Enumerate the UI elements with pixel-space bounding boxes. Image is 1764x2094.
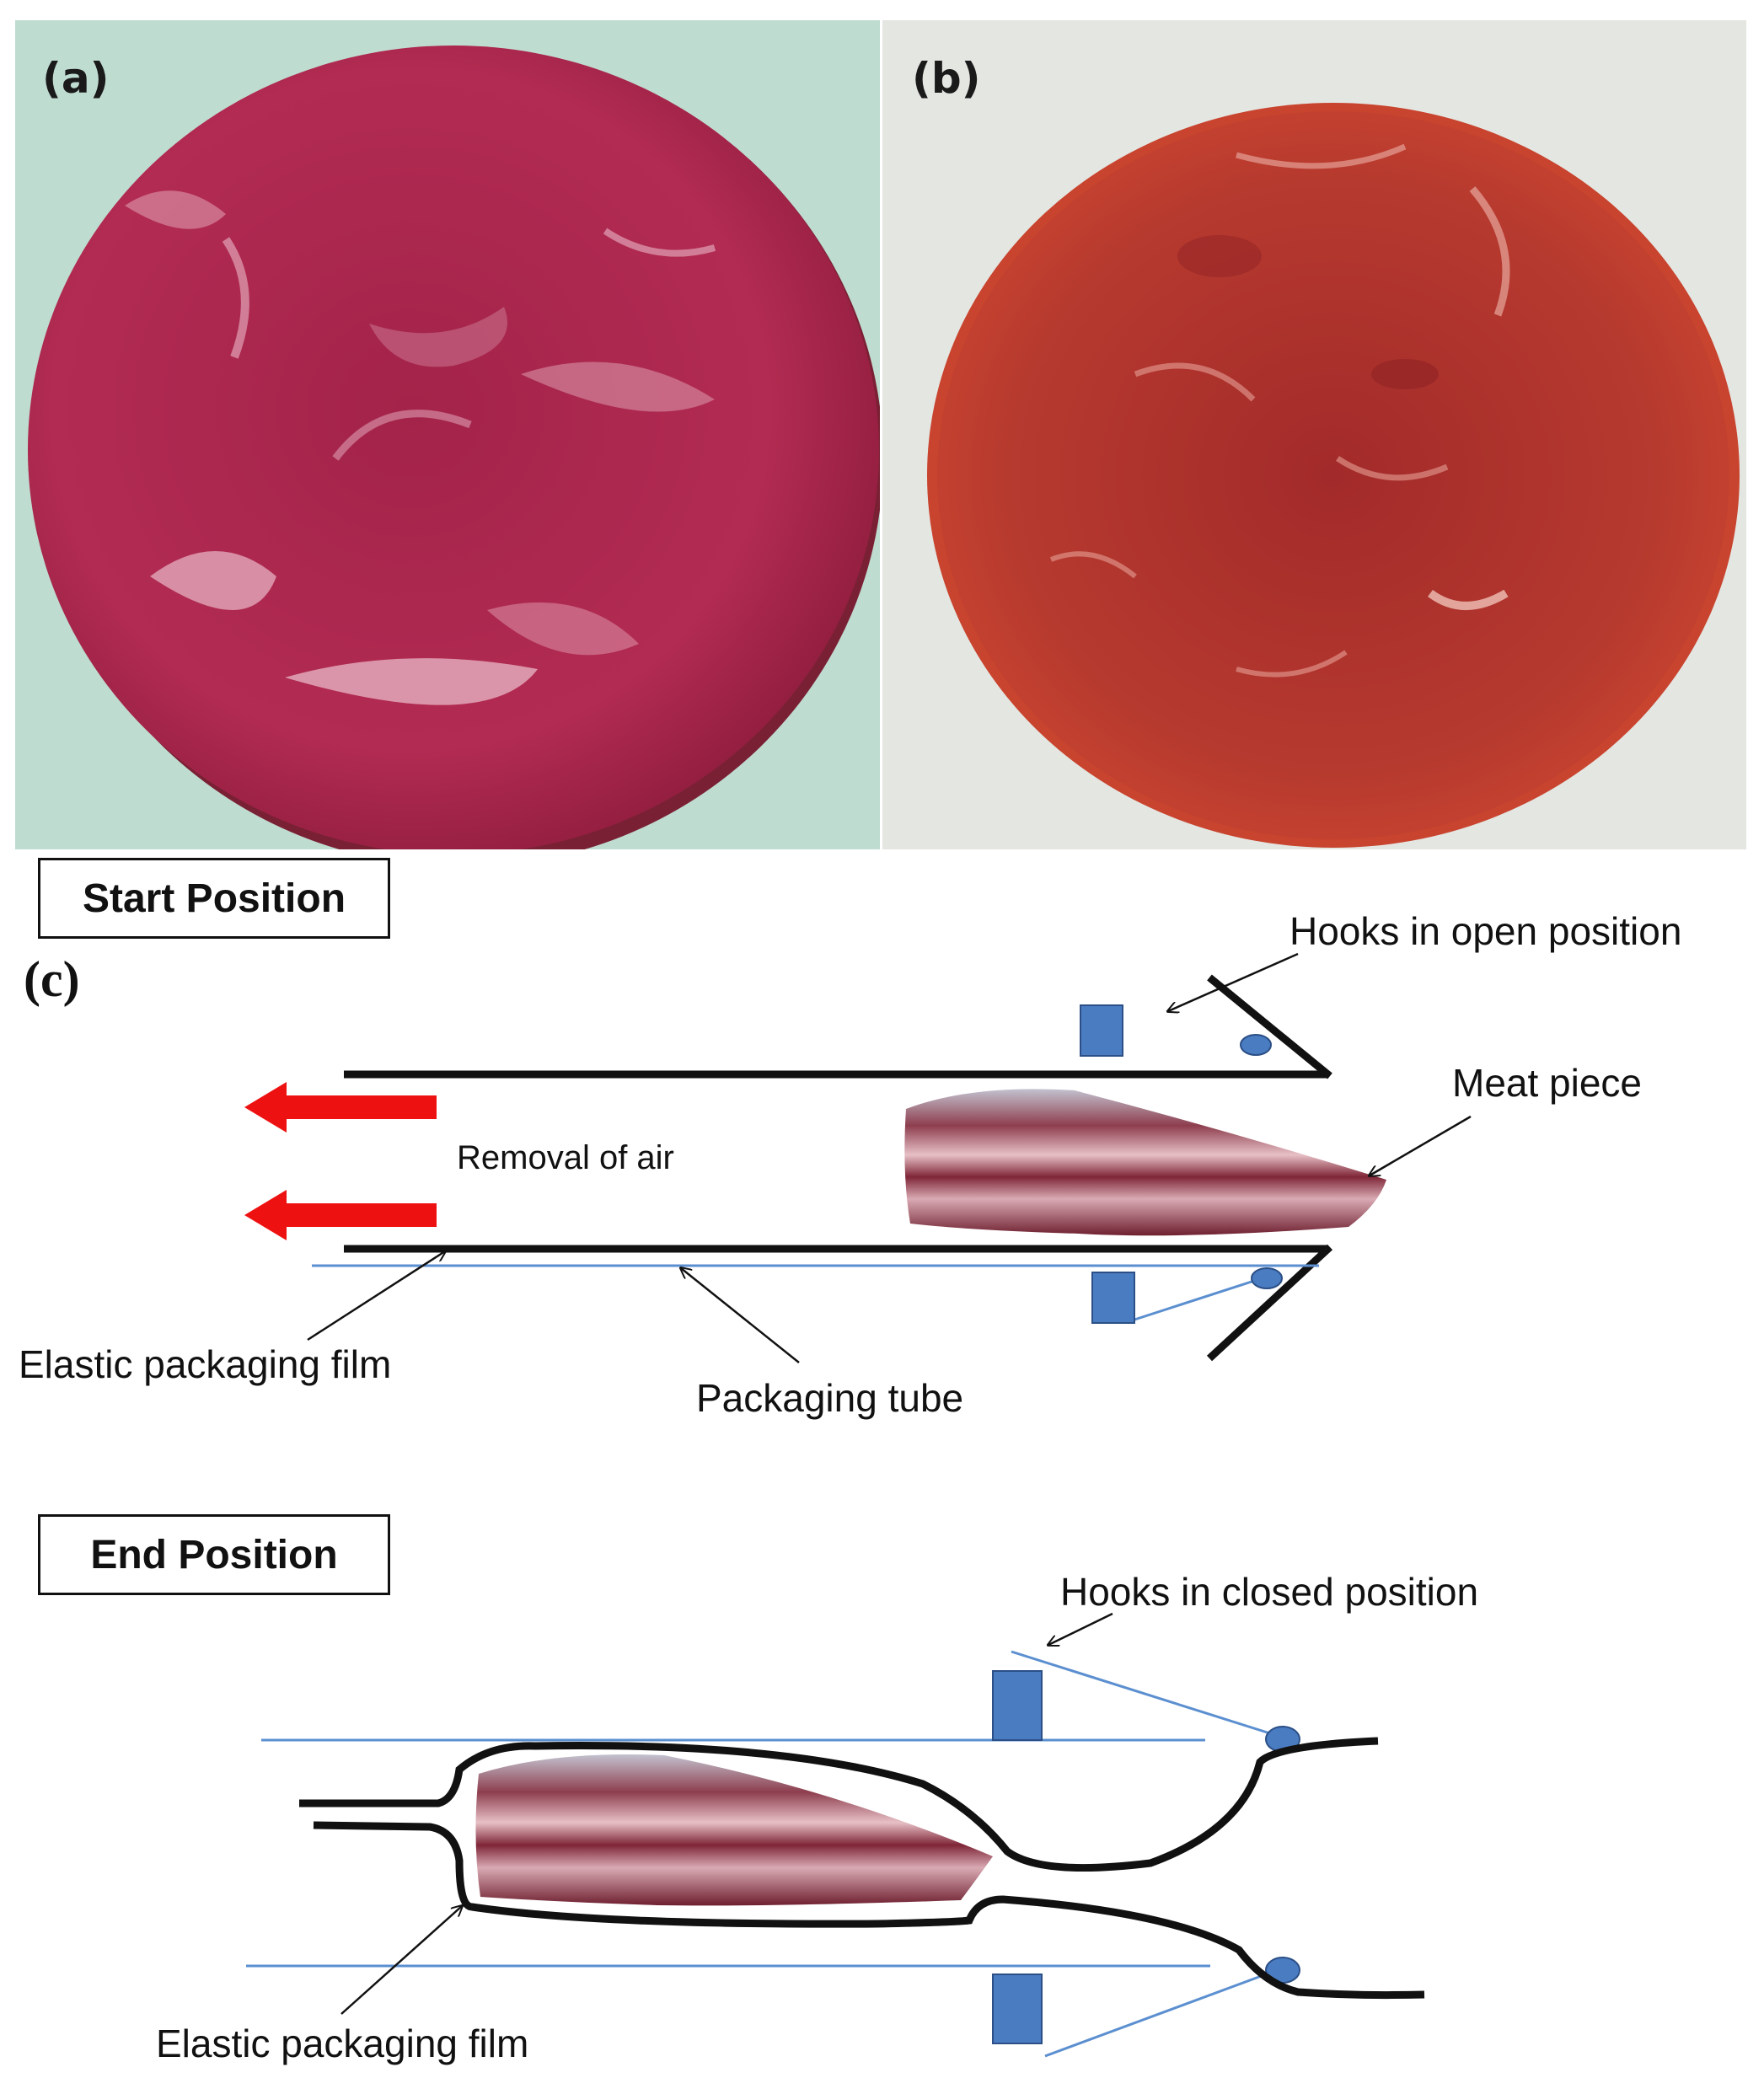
hook-top-closed [992, 1670, 1043, 1741]
film-hook-line [1129, 1279, 1255, 1323]
panel-label-c: (c) [24, 951, 80, 1007]
panel-label-a: (a) [42, 54, 110, 103]
tube-top-flap [1207, 974, 1332, 1079]
hook-top-pivot [1240, 1034, 1272, 1056]
arrow-meat-piece [1370, 1115, 1472, 1176]
label-hooks-open: Hooks in open position [1289, 909, 1682, 953]
arrow-hooks-open [1168, 952, 1299, 1011]
hook-bottom-pivot [1251, 1267, 1283, 1289]
label-meat-piece: Meat piece [1452, 1061, 1643, 1105]
hook-top-open [1080, 1004, 1123, 1057]
label-film-start: Elastic packaging film [19, 1342, 392, 1386]
label-hooks-closed: Hooks in closed position [1060, 1570, 1479, 1614]
arrow-film-start [307, 1251, 445, 1342]
label-removal-air: Removal of air [457, 1139, 674, 1176]
tube-bottom-flap [1206, 1244, 1333, 1362]
panel-label-b: (b) [912, 54, 981, 103]
air-arrow-bottom [244, 1190, 437, 1240]
hook-closed-line-top [1011, 1650, 1273, 1736]
meat-photo-a [28, 46, 880, 849]
photo-panel-a: (a) [15, 20, 880, 849]
label-film-end: Elastic packaging film [156, 2022, 529, 2065]
meat-piece-start [904, 1089, 1386, 1236]
hook-closed-line-bottom [1044, 1970, 1273, 2058]
meat-photo-b [927, 103, 1740, 848]
hook-bottom-open [1091, 1272, 1135, 1324]
meat-piece-end [475, 1754, 993, 1906]
air-arrow-top [244, 1082, 437, 1133]
label-packaging-tube: Packaging tube [696, 1376, 964, 1420]
arrow-hooks-closed [1048, 1612, 1113, 1645]
hook-bottom-closed [992, 1974, 1043, 2044]
end-position-title: End Position [38, 1514, 390, 1595]
start-position-title: Start Position [38, 858, 390, 939]
film-contour-bottom [313, 1821, 1425, 2000]
photo-panel-b: (b) [882, 20, 1746, 849]
film-contour-top [299, 1737, 1379, 1872]
arrow-film-end [340, 1906, 462, 2015]
arrow-packaging-tube [681, 1268, 800, 1363]
